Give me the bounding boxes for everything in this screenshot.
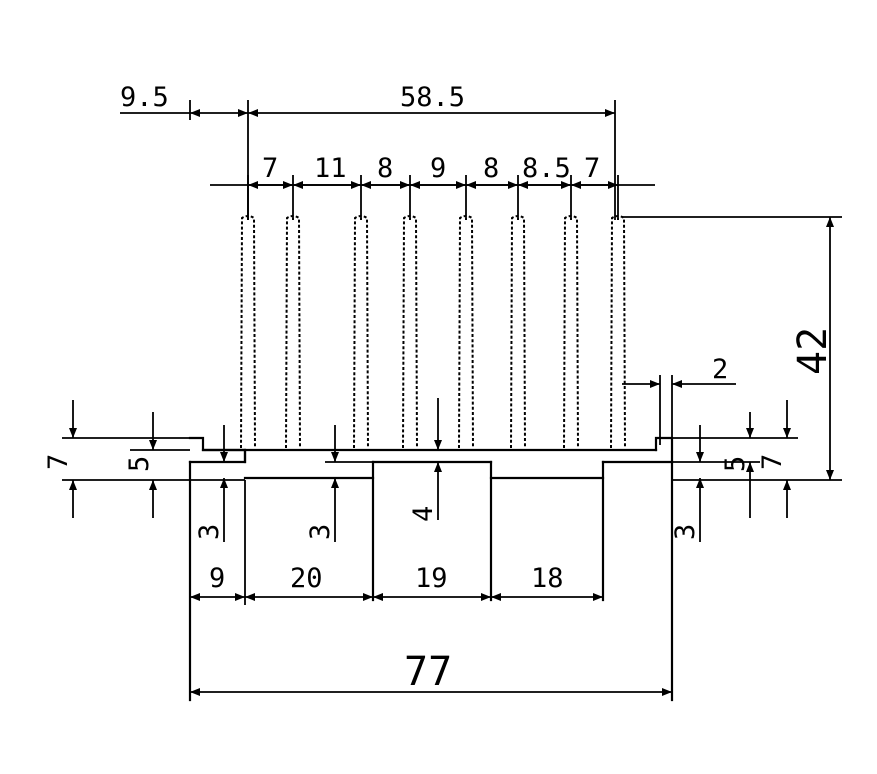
dim-bottom-3: 19 (415, 563, 448, 594)
dim-lip-right: 3 (670, 524, 701, 540)
dim-fin-gap: 2 (712, 354, 728, 385)
dim-pitch-4: 9 (430, 153, 446, 184)
fin-1 (240, 215, 256, 449)
fin-array (240, 215, 626, 449)
profile-outline (188, 436, 674, 702)
left-dimensions: 7 5 3 3 4 (43, 398, 442, 542)
fin-6 (510, 215, 526, 449)
dim-overall-height: 42 (790, 327, 836, 375)
bottom-dimensions: 9 20 19 18 77 (190, 480, 672, 696)
dim-flange-height-right: 7 (757, 454, 788, 470)
dim-lip-left: 3 (194, 524, 225, 540)
dim-lip-mid: 3 (305, 524, 336, 540)
dim-fin-span: 58.5 (400, 82, 465, 113)
dim-bottom-1: 9 (209, 563, 225, 594)
dim-overall-width: 77 (404, 649, 452, 695)
dim-pitch-2: 11 (314, 153, 347, 184)
fin-7 (563, 215, 579, 449)
dim-flange-height-left: 7 (43, 454, 74, 470)
dim-step-right: 5 (720, 456, 751, 472)
dim-pitch-3: 8 (377, 153, 393, 184)
fin-8 (610, 215, 626, 449)
fin-3 (353, 215, 369, 449)
fin-2 (285, 215, 301, 449)
dim-step-left: 5 (124, 456, 155, 472)
dim-pitch-5: 8 (483, 153, 499, 184)
dim-pitch-6: 8.5 (522, 153, 571, 184)
dim-bottom-2: 20 (290, 563, 323, 594)
dim-left-offset: 9.5 (120, 82, 169, 113)
dim-pitch-1: 7 (262, 153, 278, 184)
dim-center-boss: 4 (408, 506, 439, 522)
dim-pitch-7: 7 (584, 153, 600, 184)
fin-4 (402, 215, 418, 449)
right-dimensions: 42 2 7 5 3 (622, 216, 842, 542)
top-dimensions: 9.5 58.5 7 11 8 9 8 8.5 7 (120, 82, 655, 220)
fin-5 (458, 215, 474, 449)
dim-bottom-4: 18 (531, 563, 564, 594)
